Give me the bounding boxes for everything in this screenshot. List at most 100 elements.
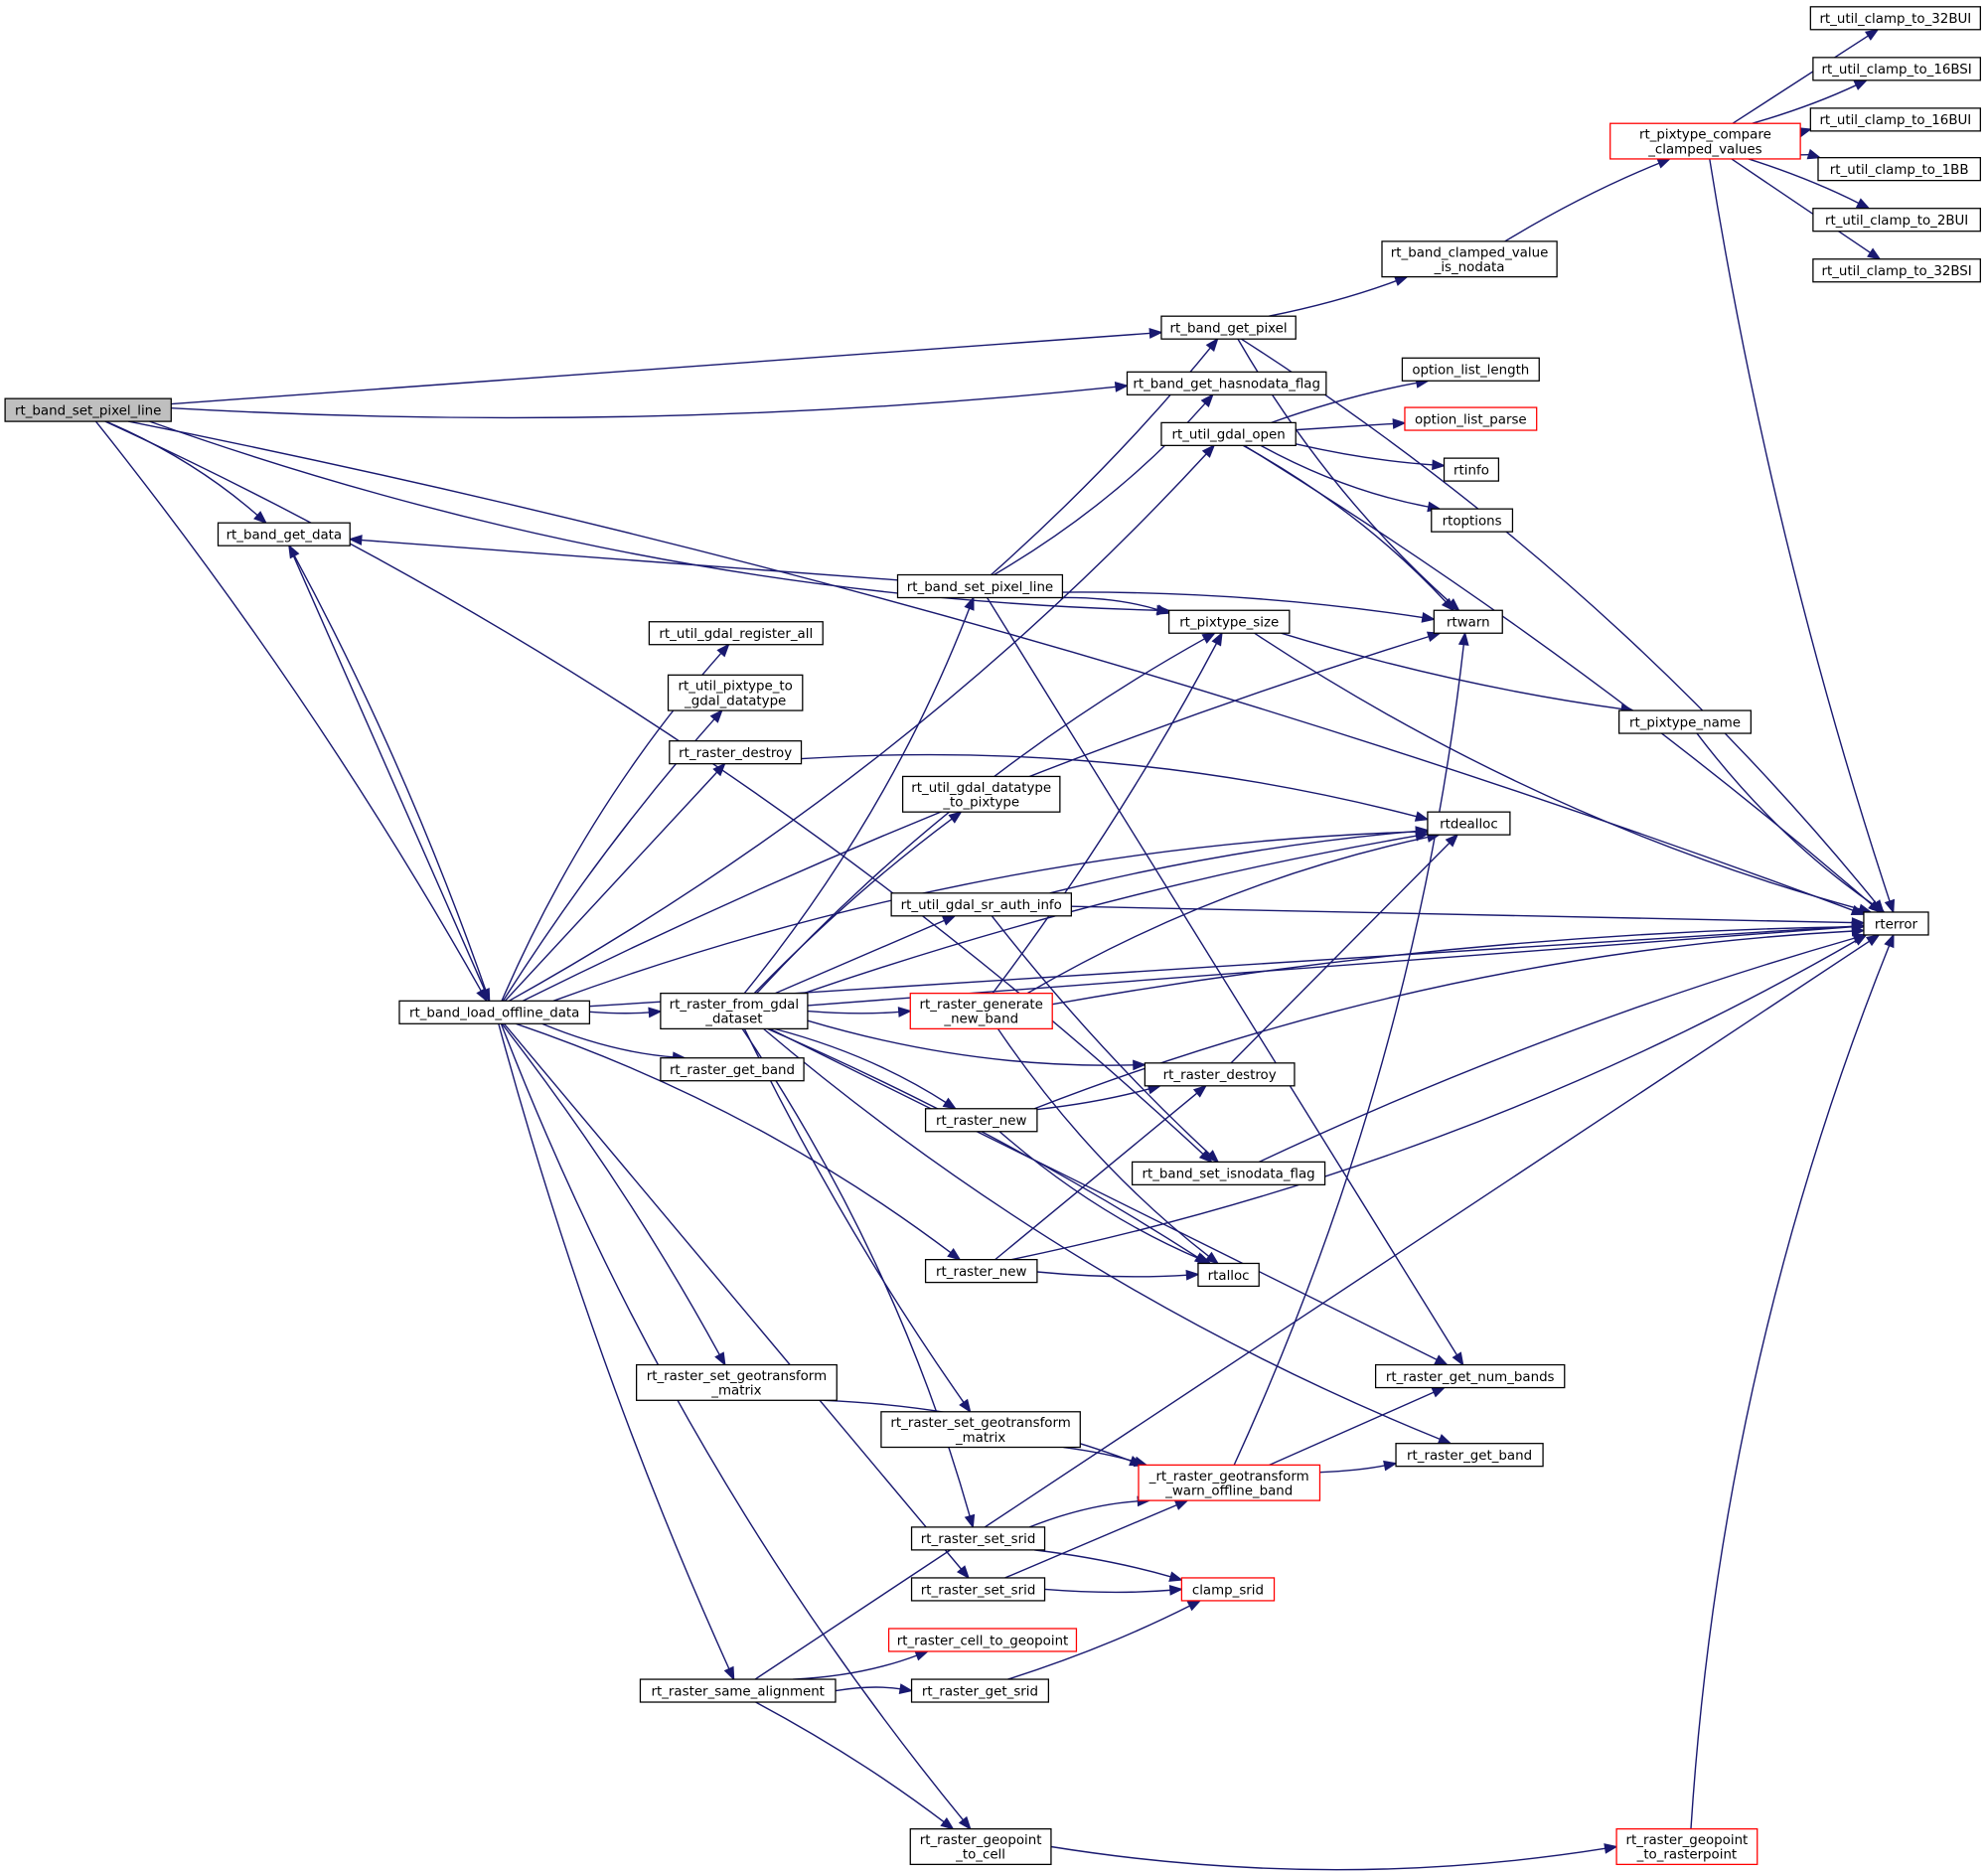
node-label: rt_raster_get_band [1407, 1449, 1532, 1464]
edge-n35-to-n36 [1732, 34, 1870, 124]
function-node[interactable]: option_list_length [1401, 357, 1540, 382]
edge-n25-to-n21 [1269, 1391, 1436, 1467]
function-node[interactable]: rt_pixtype_size [1167, 609, 1291, 634]
function-node[interactable]: rt_raster_set_geotransform_matrix [635, 1363, 838, 1401]
function-node[interactable]: rt_raster_set_srid [910, 1577, 1046, 1602]
function-node[interactable]: rt_raster_cell_to_geopoint [887, 1628, 1078, 1652]
arrowhead-icon [1204, 1251, 1220, 1265]
edge-layer [94, 28, 1896, 1871]
node-box [1809, 107, 1981, 132]
function-node[interactable]: rt_pixtype_compare_clamped_values [1609, 122, 1801, 160]
arrowhead-icon [1853, 79, 1869, 90]
function-node[interactable]: rt_raster_new [924, 1108, 1038, 1133]
arrowhead-icon [1855, 198, 1871, 210]
node-box [1180, 1577, 1276, 1602]
edge-n2-to-n22 [501, 1022, 721, 1356]
edge-n17-to-n16 [1036, 1087, 1151, 1111]
arrowhead-icon [1853, 934, 1868, 946]
function-node[interactable]: rt_raster_new [924, 1259, 1038, 1284]
node-box [1615, 1827, 1759, 1866]
function-node[interactable]: rtinfo [1443, 457, 1500, 482]
arrowhead-icon [1457, 631, 1469, 646]
function-node[interactable]: rt_raster_get_band [660, 1057, 805, 1082]
edge-n13-to-n21 [769, 1027, 1439, 1361]
arrowhead-icon [956, 1565, 971, 1580]
function-node[interactable]: rt_util_gdal_datatype_to_pixtype [901, 775, 1061, 813]
function-node[interactable]: rt_util_clamp_to_16BSI [1812, 57, 1981, 81]
function-node[interactable]: rt_util_pixtype_to_gdal_datatype [667, 674, 804, 711]
function-node[interactable]: rtdealloc [1427, 811, 1511, 836]
node-label: rt_raster_set_srid [921, 1583, 1036, 1598]
function-node[interactable]: rt_raster_get_num_bands [1374, 1363, 1566, 1389]
function-node[interactable]: rt_band_get_pixel [1160, 315, 1297, 340]
function-node[interactable]: rtwarn [1433, 609, 1503, 634]
arrowhead-icon [947, 1248, 962, 1261]
edge-n47-to-n49 [1696, 732, 1877, 907]
function-node[interactable]: rt_util_clamp_to_16BUI [1809, 107, 1981, 132]
function-node[interactable]: rt_raster_destroy [1144, 1062, 1296, 1087]
function-node[interactable]: _rt_raster_geotransform_warn_offline_ban… [1138, 1464, 1321, 1501]
edge-n5-to-n43 [1296, 422, 1395, 431]
function-node[interactable]: rt_raster_destroy [669, 740, 803, 765]
function-node[interactable]: rt_util_gdal_sr_auth_info [890, 892, 1072, 917]
arrowhead-icon [942, 1097, 958, 1110]
arrowhead-icon [1867, 247, 1882, 260]
node-box [1138, 1464, 1321, 1501]
function-node[interactable]: rt_raster_from_gdal_dataset [660, 993, 809, 1030]
function-node[interactable]: rt_raster_set_geotransform_matrix [880, 1411, 1081, 1449]
arrowhead-icon [959, 1398, 972, 1414]
arrowhead-icon [948, 811, 963, 824]
function-node[interactable]: rt_band_get_data [217, 522, 351, 547]
edge-n2-to-n13 [589, 1011, 651, 1015]
function-node[interactable]: rt_raster_geopoint_to_rasterpoint [1615, 1827, 1759, 1866]
arrowhead-icon [958, 1815, 972, 1830]
function-node[interactable]: rtoptions [1431, 508, 1514, 533]
function-node[interactable]: rt_util_gdal_register_all [648, 621, 824, 646]
function-node[interactable]: rt_raster_geopoint_to_cell [909, 1827, 1052, 1866]
function-node[interactable]: clamp_srid [1180, 1577, 1276, 1602]
node-label: rt_raster_cell_to_geopoint [897, 1634, 1069, 1648]
node-box [909, 1827, 1052, 1866]
function-node[interactable]: rt_util_clamp_to_2BUI [1812, 208, 1981, 233]
function-node[interactable]: rt_util_clamp_to_32BUI [1809, 6, 1981, 31]
arrowhead-icon [253, 511, 268, 525]
function-node[interactable]: rterror [1863, 911, 1929, 936]
edge-n13-to-n6 [743, 606, 971, 995]
function-node[interactable]: option_list_parse [1404, 406, 1538, 431]
function-node[interactable]: rtalloc [1197, 1262, 1260, 1288]
function-node[interactable]: rt_raster_get_band [1395, 1443, 1544, 1468]
node-label: rt_raster_new [936, 1114, 1026, 1129]
function-node[interactable]: rt_raster_set_srid [910, 1526, 1046, 1551]
node-label: rt_band_clamped_value [1391, 245, 1549, 260]
edge-n12-to-n49 [1071, 905, 1854, 924]
edge-n6-to-n21 [986, 597, 1458, 1357]
node-box [1427, 811, 1511, 836]
node-label: _dataset [704, 1013, 762, 1027]
node-box [1812, 258, 1981, 283]
function-node[interactable]: rt_pixtype_name [1618, 709, 1752, 734]
arrowhead-icon [1445, 833, 1459, 848]
function-node[interactable]: rt_band_set_pixel_line [896, 573, 1064, 599]
function-node[interactable]: rt_band_get_hasnodata_flag [1126, 371, 1327, 395]
edge-n14-to-n48 [1026, 836, 1430, 995]
function-node[interactable]: rt_band_set_isnodata_flag [1131, 1161, 1326, 1185]
node-label: rtoptions [1443, 514, 1502, 529]
function-node[interactable]: rt_util_clamp_to_1BB [1817, 157, 1981, 182]
function-node[interactable]: rt_band_clamped_value_is_nodata [1381, 240, 1558, 278]
function-node[interactable]: rt_raster_get_srid [910, 1678, 1050, 1703]
function-node[interactable]: rt_util_gdal_open [1160, 421, 1297, 446]
arrowhead-icon [714, 1351, 726, 1367]
arrowhead-icon [914, 1650, 930, 1661]
edge-n1-to-n2 [288, 545, 487, 993]
function-node[interactable]: rt_band_load_offline_data [398, 1000, 591, 1024]
function-node[interactable]: rt_raster_generate_new_band [909, 993, 1053, 1030]
node-label: rt_raster_destroy [1163, 1068, 1277, 1083]
root-function-node[interactable]: rt_band_set_pixel_line [4, 397, 172, 422]
node-box [1817, 157, 1981, 182]
edge-n30-to-n29 [793, 1653, 919, 1680]
function-node[interactable]: rt_raster_same_alignment [639, 1678, 837, 1703]
function-node[interactable]: rt_util_clamp_to_32BSI [1812, 258, 1981, 283]
edge-n0-to-n4 [171, 386, 1118, 419]
node-label: rt_pixtype_name [1629, 715, 1741, 730]
